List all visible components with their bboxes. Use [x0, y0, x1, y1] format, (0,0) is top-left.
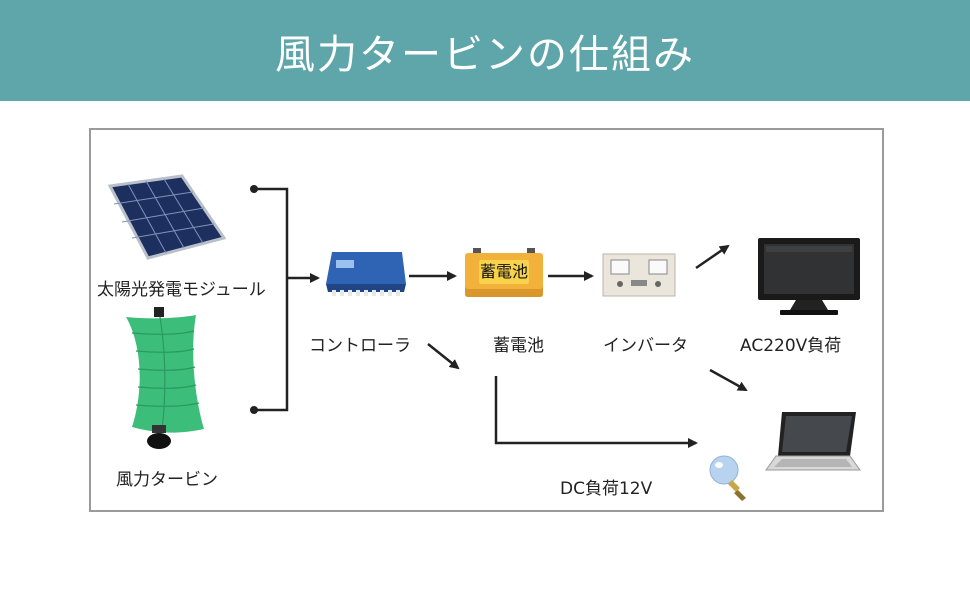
battery-label: 蓄電池: [493, 336, 544, 356]
arrow-inverter-to-tv: [695, 244, 730, 270]
wind-turbine-icon: [126, 307, 204, 449]
inverter-label: インバータ: [603, 336, 688, 356]
battery-icon: 蓄電池: [465, 248, 543, 298]
ac-load-label: AC220V負荷: [740, 336, 842, 356]
arrow-inverter-to-laptop: [709, 368, 748, 392]
arrow-controller-down: [427, 343, 460, 370]
input-bracket: [250, 185, 320, 414]
diagram-frame: [89, 128, 884, 512]
light-bulb-icon: [709, 455, 746, 501]
inverter-icon: [602, 253, 676, 297]
laptop-icon: [765, 412, 861, 471]
controller-label: コントローラ: [309, 336, 411, 356]
tv-icon: [758, 238, 860, 315]
solar-panel-icon: [107, 174, 226, 260]
page-title: 風力タービンの仕組み: [275, 31, 695, 78]
battery-terminals: [469, 248, 539, 254]
dc-load-label: DC負荷12V: [560, 479, 653, 499]
dc-load-line: [494, 376, 698, 448]
controller-icon: [326, 252, 406, 296]
battery-sticker: 蓄電池: [479, 260, 529, 284]
header-bar: 風力タービンの仕組み: [0, 0, 970, 101]
wind-turbine-label: 風力タービン: [116, 470, 218, 490]
solar-module-label: 太陽光発電モジュール: [97, 280, 266, 300]
